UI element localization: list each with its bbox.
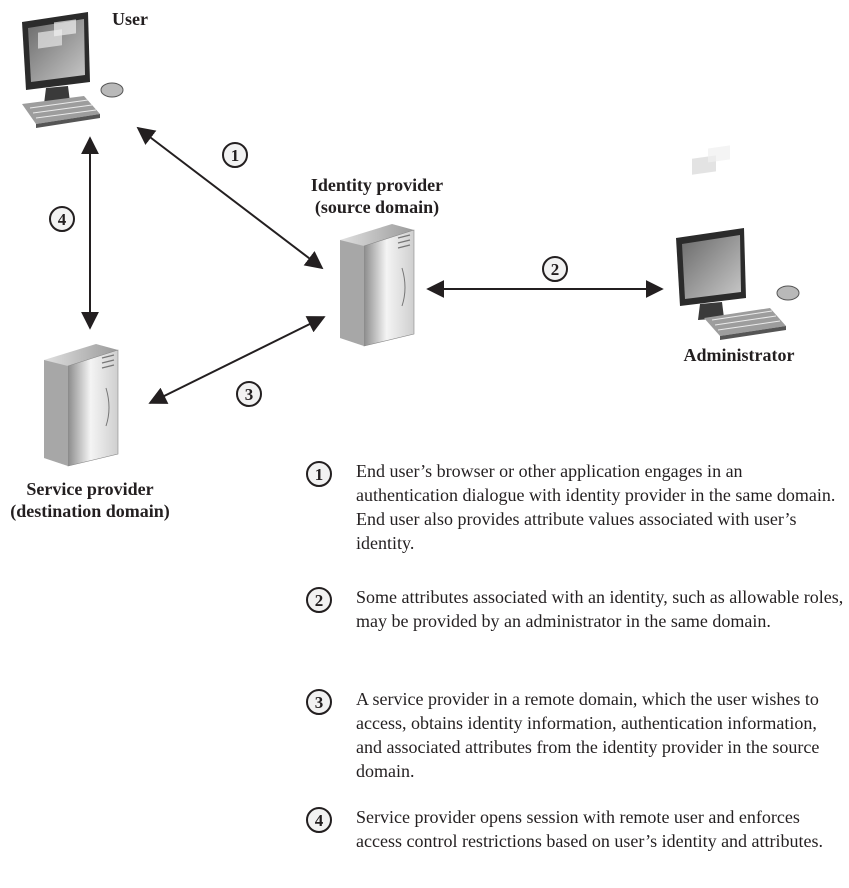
identity-provider-label: Identity provider (source domain) [290,174,464,218]
user-computer-icon [22,12,124,128]
legend-item-3: 3 A service provider in a remote domain,… [306,687,846,791]
legend-text-4: Service provider opens session with remo… [356,807,824,851]
legend-text-1: End user’s browser or other application … [356,461,836,553]
service-provider-label: Service provider (destination domain) [0,478,180,522]
service-provider-label-line1: Service provider [26,479,154,499]
service-provider-label-line2: (destination domain) [10,501,170,521]
step-badge-2: 2 [542,256,568,282]
legend-badge-4: 4 [306,807,332,833]
step-badge-1: 1 [222,142,248,168]
legend-badge-3: 3 [306,689,332,715]
legend-item-2: 2 Some attributes associated with an ide… [306,585,846,665]
administrator-computer-icon [676,145,800,340]
step-badge-4: 4 [49,206,75,232]
legend-item-4: 4 Service provider opens session with re… [306,805,846,883]
arrow-1 [136,126,324,270]
step-badge-3: 3 [236,381,262,407]
legend-badge-1: 1 [306,461,332,487]
legend-text-3: A service provider in a remote domain, w… [356,689,820,781]
administrator-label: Administrator [683,345,795,365]
identity-provider-server-icon [340,224,415,347]
legend-badge-2: 2 [306,587,332,613]
identity-provider-label-line2: (source domain) [314,197,440,217]
legend-text-2: Some attributes associated with an ident… [356,587,844,631]
legend-item-1: 1 End user’s browser or other applicatio… [306,459,846,563]
arrow-3 [148,316,326,404]
user-label: User [112,9,148,29]
service-provider-server-icon [44,344,119,467]
identity-provider-label-line1: Identity provider [310,175,444,195]
